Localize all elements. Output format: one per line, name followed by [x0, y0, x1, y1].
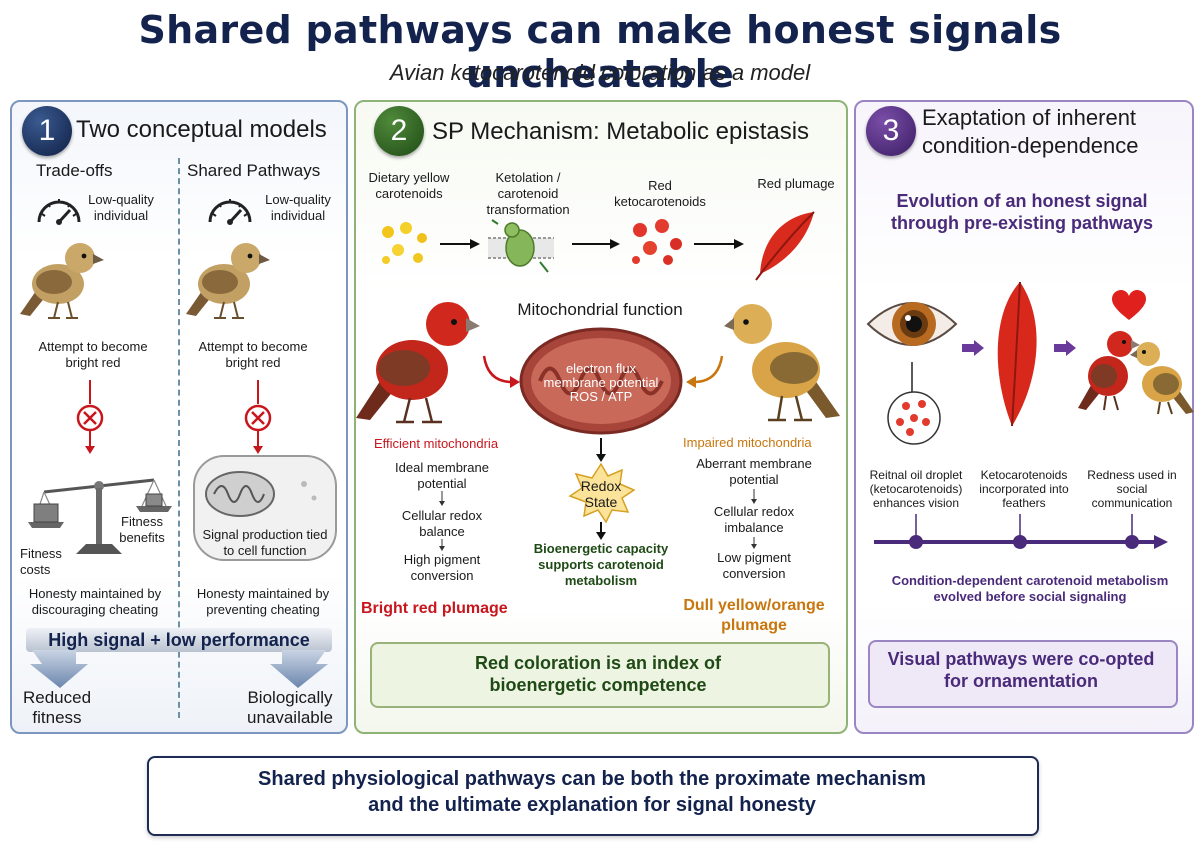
curved-arrow-icon: [482, 355, 520, 388]
split-arrow-graphic: [26, 628, 332, 688]
redox-balance-label: Cellular redox balance: [401, 508, 483, 539]
arrow-down-icon: [751, 537, 757, 549]
redox-burst-icon: [568, 462, 636, 524]
red-ketocarotenoid-dots-icon: [632, 219, 682, 265]
yellow-finch-icon: [724, 304, 840, 422]
panel1-divider: [178, 158, 180, 718]
arrow-down-icon: [439, 491, 445, 506]
tradeoffs-heading: Trade-offs: [36, 161, 113, 180]
page-title: Shared pathways can make honest signals …: [138, 8, 1062, 96]
arrow-right-icon: [440, 239, 480, 249]
balance-scale-icon: [28, 478, 172, 554]
low-pigment-label: Low pigment conversion: [717, 550, 791, 581]
footer-box: [147, 756, 1039, 836]
biologically-unavailable-label: Biologically unavailable: [246, 688, 333, 727]
yellow-finch-icon: [1130, 342, 1194, 415]
blocked-arrow-icon: [244, 380, 272, 454]
attempt-label-left: Attempt to become bright red: [38, 339, 148, 370]
dull-plumage-label: Dull yellow/orange plumage: [683, 597, 825, 634]
conclusion-text: Red coloration is an index of bioenerget…: [474, 653, 722, 695]
panel-number-2: 2: [374, 106, 424, 156]
timeline-label-2: Ketocarotenoids incorporated into feathe…: [979, 468, 1069, 510]
red-feather-icon: [755, 211, 815, 281]
impaired-mitochondria-label: Impaired mitochondria: [683, 435, 812, 450]
arrow-down-icon: [596, 522, 606, 540]
honesty-preventing-label: Honesty maintained by preventing cheatin…: [196, 586, 330, 617]
blocked-arrow-icon: [76, 380, 104, 454]
footer-text: Shared physiological pathways can be bot…: [258, 768, 926, 816]
membrane-potential-label: membrane potential: [543, 375, 659, 390]
arrow-down-icon: [439, 539, 445, 551]
high-pigment-label: High pigment conversion: [403, 552, 481, 583]
panel1-title: Two conceptual models: [76, 116, 327, 143]
panel2-title: SP Mechanism: Metabolic epistasis: [432, 118, 810, 145]
red-ketocarotenoids-label: Red ketocarotenoids: [614, 178, 706, 209]
drab-finch-icon: [186, 243, 270, 319]
gauge-icon: [37, 199, 81, 225]
gauge-icon: [208, 199, 252, 225]
low-quality-label-right: Low-quality individual: [265, 192, 331, 223]
mitochondrion-icon: [519, 327, 683, 435]
mitochondrial-function-title: Mitochondrial function: [517, 300, 683, 319]
red-feather-icon: [997, 281, 1037, 427]
arrow-right-icon: [572, 239, 620, 249]
curved-arrow-icon: [686, 355, 724, 388]
visual-pathways-text: Visual pathways were co-opted for orname…: [887, 649, 1155, 691]
ketolation-label: Ketolation / carotenoid transformation: [486, 170, 570, 217]
signal-production-label: Signal production tied to cell function: [202, 527, 328, 558]
bioenergetic-capacity-label: Bioenergetic capacity supports carotenoi…: [533, 541, 669, 588]
fitness-costs-label: Fitness costs: [20, 546, 62, 577]
electron-flux-label: electron flux: [565, 361, 637, 376]
ros-atp-label: ROS / ATP: [569, 389, 633, 404]
connector-line: [911, 362, 913, 392]
redox-state-label: Redox State: [580, 478, 622, 510]
timeline-label-3: Redness used in social communication: [1087, 468, 1177, 510]
cell-mitochondrion-icon: [193, 455, 337, 561]
redox-imbalance-label: Cellular redox imbalance: [713, 504, 795, 535]
ideal-membrane-label: Ideal membrane potential: [395, 460, 489, 491]
low-quality-label-left: Low-quality individual: [88, 192, 154, 223]
dietary-carotenoids-label: Dietary yellow carotenoids: [368, 170, 450, 201]
yellow-carotenoid-dots-icon: [382, 222, 427, 264]
evolution-honest-signal-label: Evolution of an honest signal through pr…: [890, 191, 1154, 233]
reduced-fitness-label: Reduced fitness: [22, 688, 92, 727]
bright-red-plumage-label: Bright red plumage: [361, 600, 508, 617]
eye-icon: [866, 302, 958, 346]
oil-droplet-icon: [887, 391, 941, 445]
timeline-arrow: [874, 514, 1168, 549]
arrow-right-icon: [694, 239, 744, 249]
arrow-right-icon: [1054, 340, 1076, 356]
page-subtitle: Avian ketocarotenoid coloration as a mod…: [389, 60, 811, 85]
honesty-discouraging-label: Honesty maintained by discouraging cheat…: [28, 586, 162, 617]
drab-finch-icon: [20, 243, 104, 319]
red-finch-icon: [1078, 331, 1140, 411]
efficient-mitochondria-label: Efficient mitochondria: [374, 436, 499, 451]
panel-number-1: 1: [22, 106, 72, 156]
attempt-label-right: Attempt to become bright red: [198, 339, 308, 370]
red-finch-icon: [356, 302, 480, 424]
shared-pathways-heading: Shared Pathways: [187, 161, 321, 180]
condition-dependent-label: Condition-dependent carotenoid metabolis…: [891, 573, 1169, 604]
visual-pathways-box: [868, 640, 1178, 708]
panel-number-3: 3: [866, 106, 916, 156]
mitochondrion-labels: electron flux membrane potential ROS / A…: [528, 362, 674, 404]
arrow-right-icon: [962, 340, 984, 356]
fitness-benefits-label: Fitness benefits: [119, 514, 165, 545]
high-signal-bar-label: High signal + low performance: [48, 630, 310, 650]
panel3-title: Exaptation of inherent condition-depende…: [922, 105, 1139, 158]
timeline-label-1: Reitnal oil droplet (ketocarotenoids) en…: [869, 468, 963, 510]
aberrant-membrane-label: Aberrant membrane potential: [696, 456, 812, 487]
heart-icon: [1112, 290, 1146, 320]
arrow-down-icon: [596, 438, 606, 462]
conclusion-box: [370, 642, 830, 708]
enzyme-membrane-icon: [488, 219, 554, 273]
red-plumage-label: Red plumage: [757, 176, 835, 191]
arrow-down-icon: [751, 489, 757, 504]
